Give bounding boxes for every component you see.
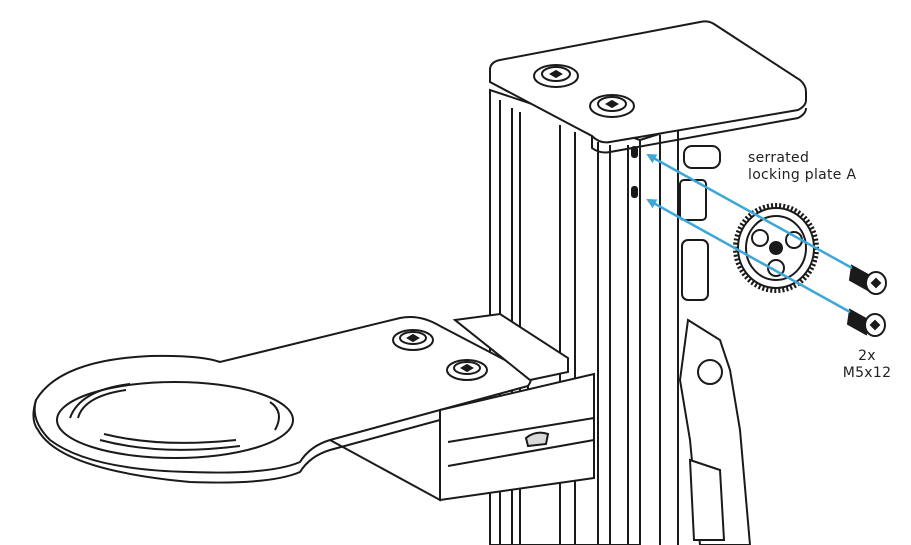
locking-plate-label-line1: serrated — [748, 150, 810, 166]
carriage-clamp — [329, 312, 595, 502]
screw-spec: M5x12 — [842, 365, 892, 381]
top-plate-screw-1 — [533, 64, 579, 88]
serrated-locking-plate — [733, 203, 819, 293]
ring-holder-platform — [32, 316, 532, 484]
locking-plate-label-line2: locking plate A — [748, 167, 857, 183]
knob-assembly — [678, 145, 752, 545]
arrow-upper — [646, 153, 853, 270]
arrow-lower — [646, 198, 851, 314]
screw-quantity: 2x — [858, 348, 876, 364]
top-plate — [489, 20, 807, 154]
platform-screw-1 — [392, 329, 434, 351]
column-holes — [631, 146, 638, 198]
screw-spec-label: 2x M5x12 — [842, 348, 892, 382]
platform-screw-2 — [446, 359, 488, 381]
top-plate-screw-2 — [589, 94, 635, 118]
screw-m5x12-2 — [846, 308, 886, 337]
assembly-arrows — [646, 153, 853, 314]
screw-m5x12-1 — [848, 264, 887, 295]
locking-plate-label: serrated locking plate A — [748, 150, 856, 184]
